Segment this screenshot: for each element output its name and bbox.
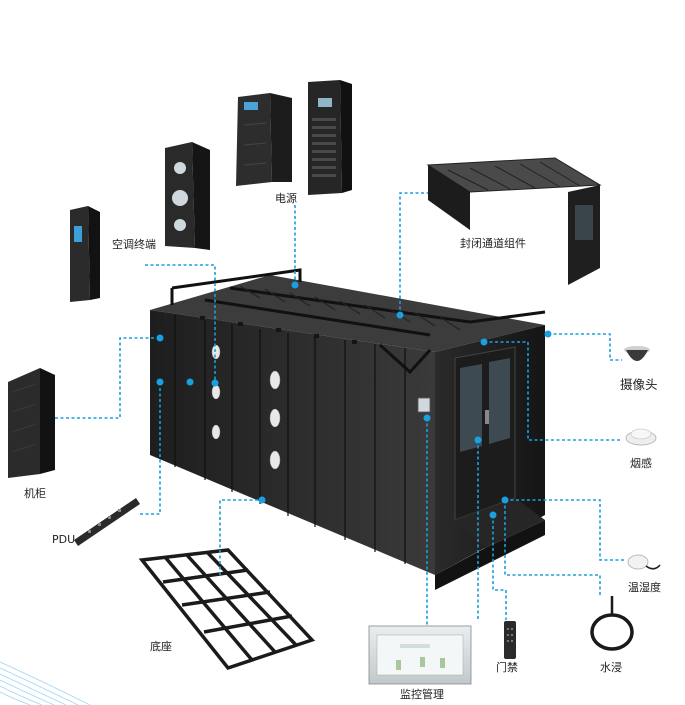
label-pdu: PDU <box>52 533 76 546</box>
access-control-reader <box>504 621 516 659</box>
ac-terminal-unit <box>165 142 210 250</box>
connector-dots <box>156 281 552 519</box>
temp-humidity-sensor <box>627 554 661 570</box>
label-monitor: 监控管理 <box>400 688 444 701</box>
aisle-enclosure-component <box>426 157 602 285</box>
label-access: 门禁 <box>496 661 518 674</box>
label-enclosure: 封闭通道组件 <box>460 237 526 250</box>
smoke-detector <box>625 428 657 446</box>
server-cabinet <box>8 368 55 478</box>
corner-swirl-decoration <box>0 661 91 705</box>
label-ac-terminal: 空调终端 <box>112 238 156 251</box>
ups-unit-small <box>236 93 292 186</box>
label-cabinet: 机柜 <box>24 487 46 500</box>
base-frame <box>138 548 316 671</box>
connector-lines <box>55 192 624 626</box>
water-leak-sensor <box>590 596 634 651</box>
ups-tower <box>308 80 352 195</box>
slim-rack-unit <box>70 206 100 302</box>
monitoring-screen <box>368 625 472 685</box>
end-door <box>454 346 516 521</box>
label-water: 水浸 <box>600 661 622 674</box>
label-temp-humidity: 温湿度 <box>628 581 661 594</box>
pdu-strip <box>74 498 140 546</box>
label-base: 底座 <box>150 640 172 653</box>
main-enclosure <box>150 268 546 590</box>
dome-camera <box>624 346 650 361</box>
label-camera: 摄像头 <box>620 377 658 392</box>
label-power: 电源 <box>275 192 297 205</box>
label-smoke: 烟感 <box>630 457 652 470</box>
